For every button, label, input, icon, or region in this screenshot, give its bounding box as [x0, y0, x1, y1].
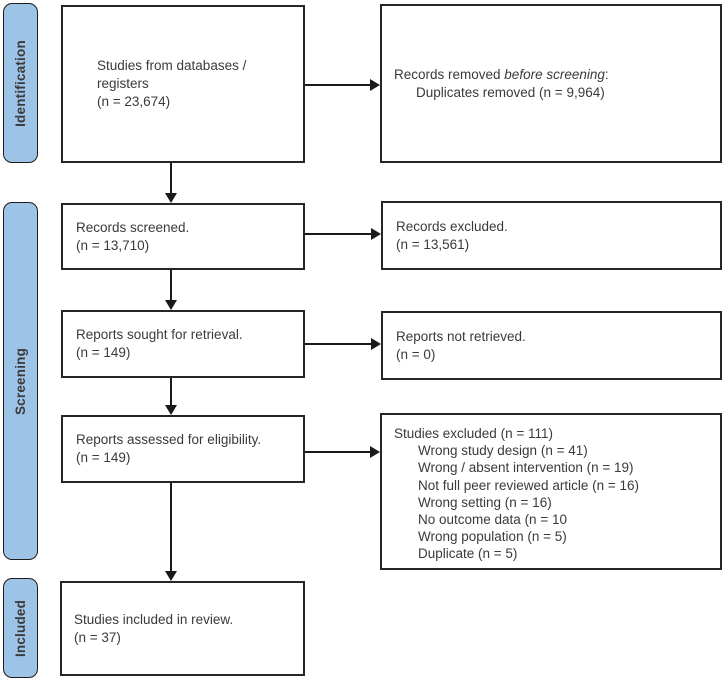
box-records-removed: Records removed before screening: Duplic… [380, 4, 722, 163]
arrow-right-icon [370, 79, 380, 91]
arrow-down-line [170, 270, 172, 301]
box-line: Records screened. [76, 219, 190, 235]
box-reports-sought: Reports sought for retrieval. (n = 149) [61, 310, 305, 378]
box-line: (n = 23,674) [97, 94, 171, 109]
stage-identification: Identification [3, 3, 38, 163]
stage-identification-label: Identification [13, 39, 28, 127]
box-line: Reports not retrieved. [396, 328, 526, 344]
box-line: (n = 0) [396, 346, 436, 362]
arrow-right-line [305, 343, 372, 345]
arrow-down-icon [165, 571, 177, 581]
box-line: Records excluded. [396, 218, 508, 234]
box-reports-not-retrieved: Reports not retrieved. (n = 0) [381, 311, 722, 380]
box-line: registers [97, 76, 149, 91]
arrow-right-icon [371, 338, 381, 350]
box-line: (n = 13,710) [76, 237, 150, 253]
arrow-right-line [305, 233, 372, 235]
stage-included: Included [3, 578, 38, 678]
exclusion-reason: Wrong setting (n = 16) [418, 494, 552, 510]
box-line: Duplicates removed (n = 9,964) [416, 84, 605, 100]
exclusion-reason: Not full peer reviewed article (n = 16) [418, 477, 639, 493]
box-line: Reports assessed for eligibility. [76, 432, 262, 447]
box-reports-assessed: Reports assessed for eligibility. (n = 1… [61, 415, 305, 483]
box-line: Studies excluded (n = 111) [394, 426, 553, 441]
box-records-excluded: Records excluded. (n = 13,561) [381, 201, 722, 270]
arrow-down-line [170, 483, 172, 572]
arrow-right-icon [370, 446, 380, 458]
box-studies-from-databases: Studies from databases / registers (n = … [61, 5, 305, 163]
exclusion-reason: Duplicate (n = 5) [418, 546, 518, 562]
arrow-right-line [305, 451, 371, 453]
box-line: (n = 37) [74, 629, 121, 645]
arrow-down-line [170, 378, 172, 406]
arrow-down-icon [165, 405, 177, 415]
exclusion-reason: No outcome data (n = 10 [418, 512, 567, 528]
arrow-down-line [170, 163, 172, 194]
box-line: Reports sought for retrieval. [76, 327, 243, 342]
arrow-down-icon [165, 193, 177, 203]
exclusion-reason: Wrong population (n = 5) [418, 529, 567, 545]
exclusion-reason: Wrong study design (n = 41) [418, 443, 588, 459]
box-line: (n = 149) [76, 450, 131, 465]
arrow-right-icon [371, 228, 381, 240]
box-records-screened: Records screened. (n = 13,710) [61, 203, 305, 270]
box-line: Studies included in review. [74, 611, 234, 627]
arrow-right-line [305, 84, 371, 86]
box-line: Studies from databases / [97, 58, 247, 73]
stage-screening-label: Screening [13, 347, 29, 415]
exclusion-reason: Wrong / absent intervention (n = 19) [418, 460, 634, 476]
stage-screening: Screening [3, 202, 38, 560]
box-line: (n = 149) [76, 345, 131, 360]
arrow-down-icon [165, 300, 177, 310]
box-studies-excluded: Studies excluded (n = 111) Wrong study d… [380, 413, 722, 570]
emphasized-text: before screening [504, 66, 605, 82]
box-line: (n = 13,561) [396, 236, 470, 252]
stage-included-label: Included [13, 599, 29, 657]
box-studies-included: Studies included in review. (n = 37) [60, 581, 305, 676]
box-line: Records removed before screening: [394, 66, 609, 82]
